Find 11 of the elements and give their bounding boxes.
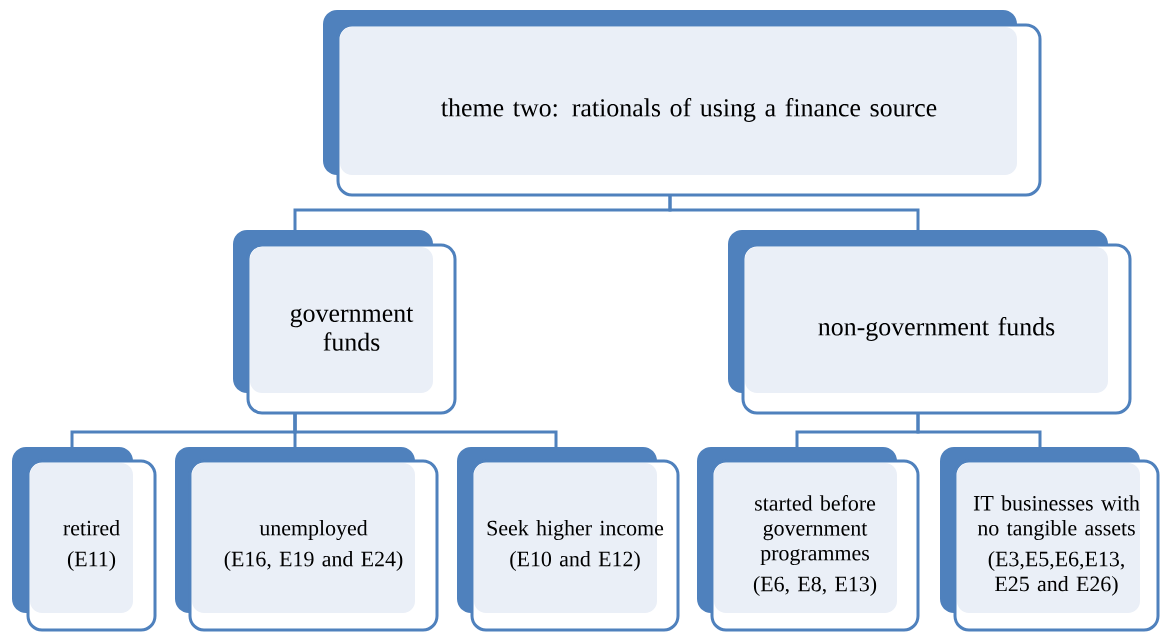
connector [668, 195, 920, 230]
node-box: government funds [233, 230, 457, 415]
node-box: non-government funds [728, 230, 1132, 415]
node-box: retired (E11) [12, 447, 157, 632]
node-box: Seek higher income (E10 and E12) [457, 447, 680, 632]
node-box: theme two: rationals of using a finance source [323, 10, 1042, 197]
node-box: unemployed (E16, E19 and E24) [175, 447, 439, 632]
node-box: IT businesses with no tangible assets (E3,E5,E6,E13, E25 and E26) [940, 447, 1160, 632]
connector [916, 413, 1042, 447]
connector [293, 413, 558, 447]
node-box: started before government programmes (E6, E8, E13) [697, 447, 920, 632]
